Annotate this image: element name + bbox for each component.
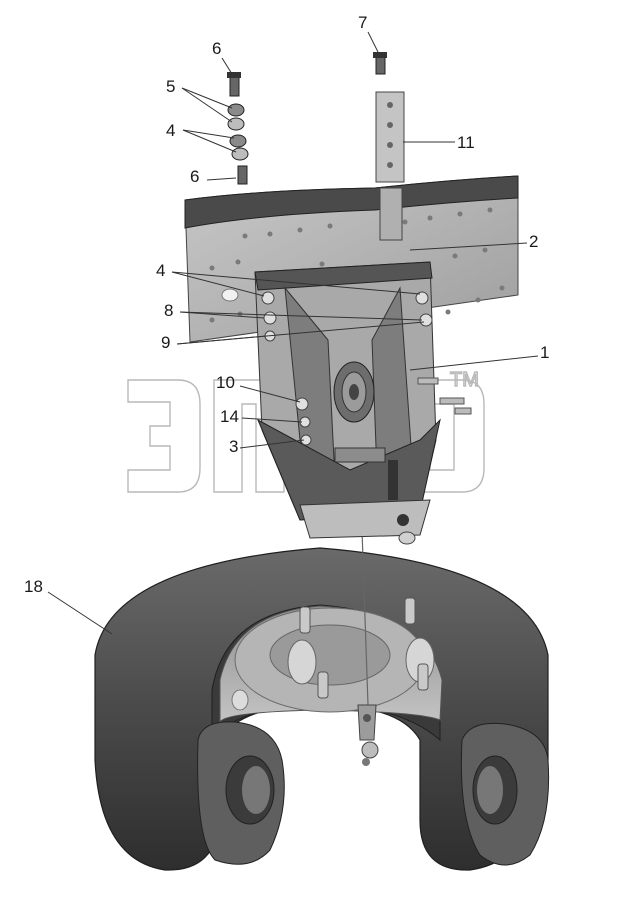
callout-9: 9 xyxy=(161,333,170,352)
wheel-rim xyxy=(219,597,443,723)
callout-14: 14 xyxy=(220,407,239,426)
callout-4-mid: 4 xyxy=(156,261,165,280)
callout-5: 5 xyxy=(166,77,175,96)
callout-8: 8 xyxy=(164,301,173,320)
strap-bracket xyxy=(375,91,405,241)
trademark-text: TM xyxy=(450,369,479,391)
leader-lines xyxy=(47,31,539,635)
fasteners-exploded xyxy=(227,52,387,185)
lowering-cable xyxy=(357,529,379,766)
callout-18: 18 xyxy=(24,577,43,596)
callout-1: 1 xyxy=(540,343,549,362)
callout-7: 7 xyxy=(358,13,367,32)
callout-6-bottom: 6 xyxy=(190,167,199,186)
callout-4-top: 4 xyxy=(166,121,175,140)
callout-3: 3 xyxy=(229,437,238,456)
winch-carrier xyxy=(254,261,472,545)
callout-2: 2 xyxy=(529,232,538,251)
callout-11: 11 xyxy=(457,133,475,152)
callout-10: 10 xyxy=(216,373,235,392)
callout-labels: 7 6 5 4 6 11 2 4 8 9 1 10 14 3 18 xyxy=(24,13,549,596)
callout-6-top: 6 xyxy=(212,39,221,58)
